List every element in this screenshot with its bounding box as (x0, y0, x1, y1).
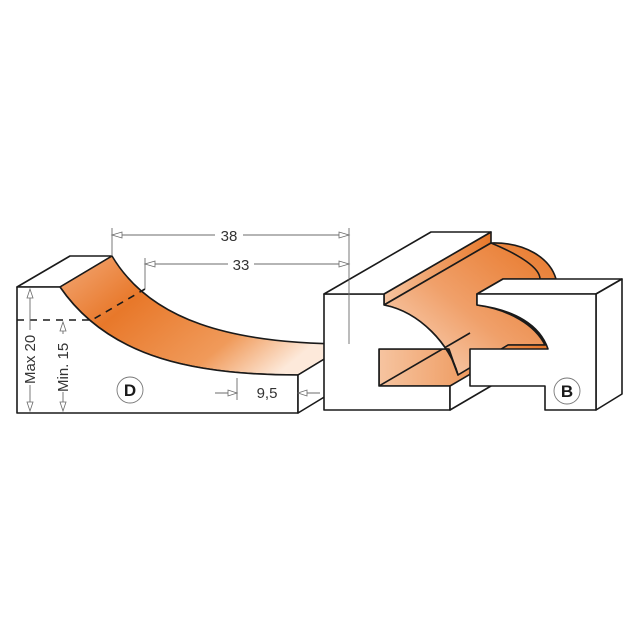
dim-38-arrows (110, 231, 351, 239)
max-height-label: Max 20 (22, 335, 39, 384)
profile-d: Max 20 Min. 15 D 9,5 (16, 255, 350, 414)
max-height-label-bg (22, 330, 38, 385)
profile-d-label: D (124, 381, 136, 400)
flat-width-label: 9,5 (257, 385, 278, 402)
flat-left-arrow (227, 389, 239, 397)
profile-b-left-front-face (323, 293, 459, 411)
dim-38-label: 38 (221, 228, 238, 245)
top-dimensions: 38 33 (110, 228, 351, 344)
profile-b-badge (553, 377, 581, 405)
max-height-arrows (26, 287, 34, 413)
profile-d-badge (116, 376, 144, 404)
profile-b-step-edge (378, 332, 471, 387)
profile-b: B (323, 231, 623, 411)
profile-b-label: B (561, 382, 573, 401)
profile-b-right-side-face (595, 278, 623, 411)
profile-b-left-top-face (323, 231, 492, 295)
flat-right-arrow (296, 389, 308, 397)
min-height-arrows (59, 320, 67, 413)
min-height-label-bg (55, 334, 71, 392)
dim-33-arrows (143, 260, 351, 268)
dim-33-label: 33 (233, 257, 250, 274)
min-height-label: Min. 15 (55, 343, 72, 392)
